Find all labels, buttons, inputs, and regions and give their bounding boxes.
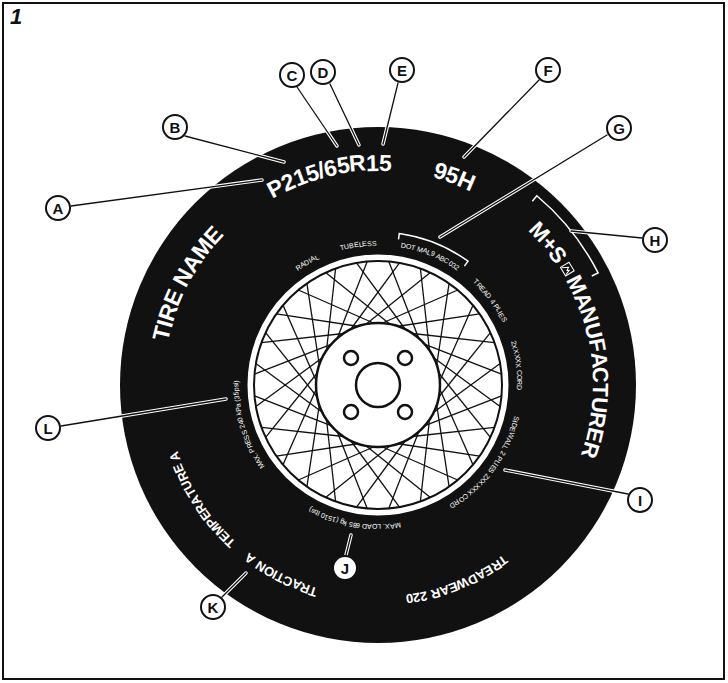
sidewall-text: SIDEWALL 2 PLIES ZXXXXX CORD — [448, 414, 520, 510]
leader-lines — [61, 80, 642, 597]
snow-icon — [560, 262, 574, 276]
sidewall-char: T — [410, 244, 416, 252]
sidewall-char: R — [516, 380, 523, 385]
spoke-line — [307, 401, 320, 487]
callout-letter: G — [613, 121, 625, 136]
tire-sidewall — [120, 127, 636, 643]
callout-circle: H — [642, 227, 668, 253]
lug-hole — [398, 351, 412, 365]
sidewall-char: C — [588, 367, 611, 384]
sidewall-text: TEMPERATURE A — [166, 449, 238, 550]
sidewall-text: P215/65R15 — [262, 150, 399, 202]
wheel-spokes — [255, 262, 502, 509]
sidewall-char: L — [377, 523, 381, 530]
lug-hole — [344, 351, 358, 365]
spoke-line — [283, 385, 318, 465]
sidewall-char: 5 — [233, 391, 240, 395]
sidewall-text: TREAD 4 PLIES — [472, 278, 508, 324]
figure-frame — [3, 3, 724, 679]
center-bore — [356, 363, 400, 407]
sidewall-text: MAX. PRESS 240 kPa (35psi) — [232, 378, 266, 471]
sidewall-char: A — [167, 450, 182, 463]
sidewall-char: p — [233, 387, 240, 391]
callout-circle: L — [35, 415, 61, 441]
callout-letter: H — [650, 233, 661, 248]
sidewall-char: O — [372, 523, 378, 530]
sidewall-text: TIRE NAME — [149, 222, 228, 347]
spoke-line — [394, 314, 480, 327]
spoke-line — [436, 370, 490, 438]
spoke-line — [298, 290, 378, 325]
sidewall-char: s — [232, 384, 239, 388]
sidewall-char: 1 — [366, 151, 379, 174]
sidewall-char: a — [234, 403, 241, 408]
sidewall-text: MAX. LOAD 685 kg (1510 lbs) — [306, 506, 402, 531]
sidewall-text: TUBELESS — [338, 239, 378, 252]
sidewall-char: D — [362, 523, 368, 530]
callout-letter: J — [341, 561, 349, 576]
callout-letter: A — [53, 201, 64, 216]
callout-letter: E — [397, 63, 407, 78]
sidewall-text: TREADWEAR 220 — [402, 553, 511, 606]
callout-letter: B — [170, 120, 181, 135]
sidewall-char: A — [367, 523, 372, 530]
sidewall-char: i — [232, 382, 239, 384]
sidewall-char: R — [348, 152, 367, 176]
callout-circle: I — [627, 487, 653, 513]
callout-circle: A — [45, 195, 71, 221]
spoke-line — [378, 445, 458, 480]
sidewall-char: S — [372, 239, 377, 246]
spoke-line — [436, 283, 449, 369]
callout-circle: K — [200, 594, 226, 620]
callout-letter: I — [638, 493, 642, 508]
callout-circle: D — [310, 59, 336, 85]
sidewall-char: 5 — [378, 151, 392, 174]
sidewall-text: RADIAL — [294, 253, 320, 272]
sidewall-char: 0 — [405, 592, 414, 606]
sidewall-char: S — [367, 240, 372, 247]
sidewall-char: D — [516, 385, 523, 390]
spoke-line — [276, 314, 362, 327]
sidewall-text: M+S — [525, 218, 571, 268]
callout-circle: C — [279, 62, 305, 88]
rim-edge — [254, 261, 502, 509]
sidewall-text: TRACTION A — [242, 551, 321, 599]
figure-number: 1 — [10, 6, 22, 28]
sidewall-char: A — [390, 523, 395, 530]
sidewall-char: O — [516, 374, 523, 380]
lug-hole — [398, 405, 412, 419]
callout-letter: L — [43, 421, 52, 436]
callout-letter: K — [208, 600, 219, 615]
sidewall-char: M — [394, 522, 401, 530]
sidewall-text: DOT MAL9 ABC032 — [399, 241, 461, 271]
sidewall-char: A — [587, 350, 611, 368]
spoke-line — [394, 443, 480, 456]
callout-circle: E — [389, 57, 415, 83]
callout-circle: G — [606, 115, 632, 141]
sidewall-char: X — [515, 362, 523, 368]
lug-hole — [344, 405, 358, 419]
callout-circle: B — [162, 114, 188, 140]
callout-circle: F — [535, 57, 561, 83]
sidewall-text: 95H — [427, 159, 480, 196]
sidewall-char: X — [385, 523, 390, 530]
sidewall-text: MANUFACTURER — [562, 271, 613, 464]
callout-circle: J — [332, 555, 358, 581]
dot-bracket — [399, 234, 469, 267]
sidewall-char — [381, 523, 383, 530]
callout-letter: F — [543, 63, 552, 78]
sidewall-char: E — [362, 240, 367, 247]
wheel-hub — [316, 323, 440, 447]
callout-letter: D — [318, 65, 329, 80]
callout-letter: C — [287, 68, 298, 83]
sidewall-char: C — [516, 369, 523, 375]
sidewall-text: 2XXXXX CORD — [510, 339, 525, 392]
sidewall-char: ) — [233, 380, 240, 383]
sidewall-char: 3 — [233, 395, 240, 399]
sidewall-char: T — [589, 383, 611, 397]
wheel-rim — [246, 253, 510, 517]
